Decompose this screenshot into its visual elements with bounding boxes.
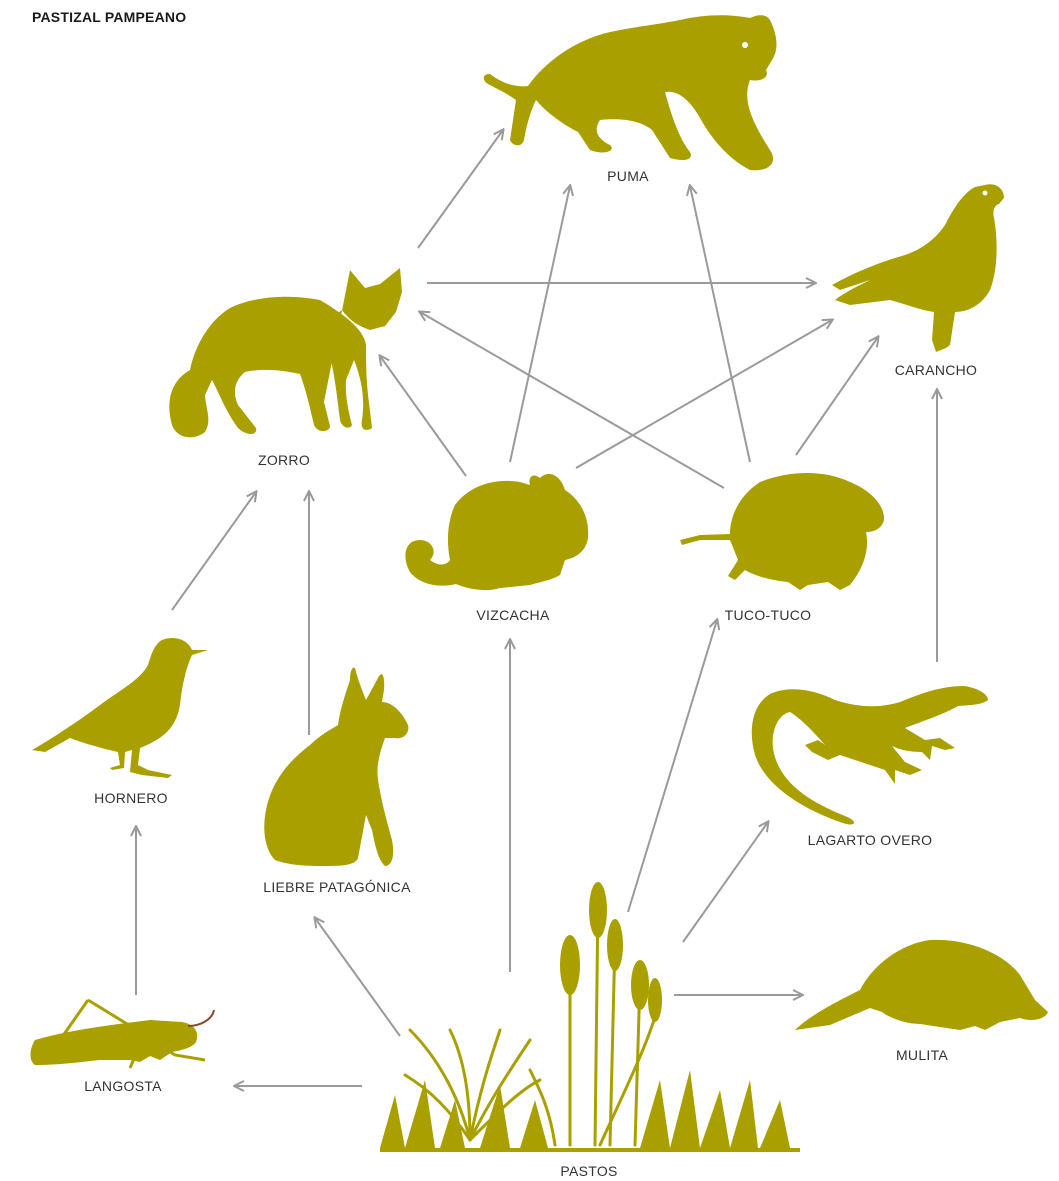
label-liebre-patagonica: LIEBRE PATAGÓNICA xyxy=(263,879,410,895)
hornero-bird-icon xyxy=(32,638,208,778)
arrow-pastos-to-lagarto xyxy=(683,822,768,942)
label-vizcacha: VIZCACHA xyxy=(476,607,549,623)
arrow-zorro-to-puma xyxy=(418,130,503,248)
arrow-tucotuco-to-zorro xyxy=(420,312,724,488)
grass-icon xyxy=(380,882,800,1152)
label-langosta: LANGOSTA xyxy=(84,1078,162,1094)
label-tuco-tuco: TUCO-TUCO xyxy=(725,607,812,623)
lizard-icon xyxy=(752,686,988,824)
label-lagarto-overo: LAGARTO OVERO xyxy=(808,832,933,848)
arrow-tucotuco-to-puma xyxy=(690,186,750,462)
arrow-vizcacha-to-puma xyxy=(510,186,570,462)
label-puma: PUMA xyxy=(607,168,649,184)
vizcacha-icon xyxy=(405,474,588,590)
label-zorro: ZORRO xyxy=(258,452,310,468)
arrow-pastos-to-tucotuco xyxy=(628,620,717,912)
label-hornero: HORNERO xyxy=(94,790,168,806)
fox-icon xyxy=(169,268,402,437)
puma-icon xyxy=(484,15,777,170)
arrow-pastos-to-liebre xyxy=(315,918,400,1036)
arrow-tucotuco-to-carancho xyxy=(796,337,878,455)
tuco-tuco-icon xyxy=(680,473,884,590)
armadillo-icon xyxy=(795,940,1048,1030)
arrow-hornero-to-zorro xyxy=(172,492,256,610)
arrow-vizcacha-to-zorro xyxy=(380,356,466,476)
caracara-icon xyxy=(832,184,1004,352)
label-carancho: CARANCHO xyxy=(895,362,978,378)
mara-hare-icon xyxy=(264,668,408,866)
arrow-vizcacha-to-carancho xyxy=(576,320,832,468)
locust-icon xyxy=(30,1000,214,1068)
label-mulita: MULITA xyxy=(896,1047,948,1063)
label-pastos: PASTOS xyxy=(560,1163,617,1179)
